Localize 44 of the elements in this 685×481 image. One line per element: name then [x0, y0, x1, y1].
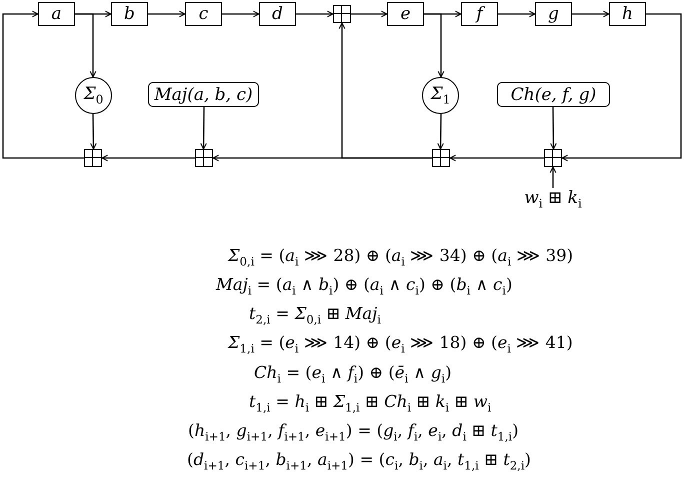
function-box: Maj(a, b, c)	[148, 82, 259, 107]
arrow	[572, 10, 610, 18]
arrow	[296, 10, 334, 18]
equation: (d$_{i+1}$, c$_{i+1}$, b$_{i+1}$, a$_{i+1}$) = (c$_{i}$, b$_{i}$, a$_{i}$, t$_{1,i}$ ⊞ t$_{2,i}$)	[187, 450, 531, 474]
arrow	[424, 13, 444, 78]
arrow	[498, 10, 536, 18]
register-box: f	[461, 2, 498, 26]
adder-symbol	[544, 149, 562, 167]
arrow	[90, 114, 97, 150]
adder-symbol	[195, 149, 213, 167]
equation: t$_{2,i}$ = Σ$_{0,i}$ ⊞ Maj$_{i}$	[249, 304, 381, 328]
arrow	[200, 107, 207, 150]
arrow	[2, 10, 84, 159]
arrow	[550, 107, 557, 150]
input-label: w$_{i}$ ⊞ k$_{i}$	[510, 188, 596, 210]
register-box: d	[259, 2, 296, 26]
equation: Σ$_{0,i}$ = (a$_{i}$ ⋙ 28) ⊕ (a$_{i}$ ⋙ 34) ⊕ (a$_{i}$ ⋙ 39)	[228, 246, 574, 270]
register-box: c	[185, 2, 222, 26]
sigma-circle: Σ$_{1}$	[422, 77, 459, 114]
adder-symbol	[432, 149, 450, 167]
equation: (h$_{i+1}$, g$_{i+1}$, f$_{i+1}$, e$_{i+1}$) = (g$_{i}$, f$_{i}$, e$_{i}$, d$_{i}$ ⊞ t$_{1,i}$)	[188, 421, 519, 446]
equation: Maj$_{i}$ = (a$_{i}$ ∧ b$_{i}$) ⊕ (a$_{i}$ ∧ c$_{i}$) ⊕ (b$_{i}$ ∧ c$_{i}$)	[216, 275, 512, 300]
arrow	[212, 154, 432, 162]
arrow	[222, 10, 260, 18]
arrow	[562, 13, 682, 162]
register-box: a	[38, 2, 75, 26]
register-box: h	[609, 2, 646, 26]
register-box: g	[535, 2, 572, 26]
equation: Ch$_{i}$ = (e$_{i}$ ∧ f$_{i}$) ⊕ (ē$_{i}$ ∧ g$_{i}$)	[254, 363, 452, 388]
equation: Σ$_{1,i}$ = (e$_{i}$ ⋙ 14) ⊕ (e$_{i}$ ⋙ 18) ⊕ (e$_{i}$ ⋙ 41)	[228, 333, 573, 358]
sigma-circle: Σ$_{0}$	[75, 77, 112, 114]
adder-symbol	[84, 149, 102, 167]
register-box: b	[111, 2, 148, 26]
arrow	[148, 10, 186, 18]
arrow	[75, 13, 96, 78]
arrow	[450, 154, 544, 162]
register-box: e	[387, 2, 424, 26]
arrow	[102, 154, 195, 162]
function-box: Ch(e, f, g)	[497, 82, 610, 107]
arrow	[437, 114, 444, 150]
arrow	[550, 166, 556, 188]
equation: t$_{1,i}$ = h$_{i}$ ⊞ Σ$_{1,i}$ ⊞ Ch$_{i}$ ⊞ k$_{i}$ ⊞ w$_{i}$	[249, 392, 492, 416]
arrow	[351, 10, 388, 18]
adder-symbol	[333, 5, 351, 23]
